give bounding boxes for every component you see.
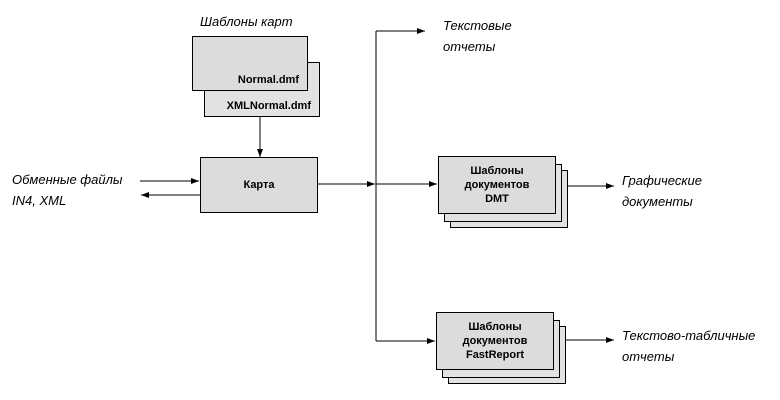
exchange-files-label: Обменные файлы IN4, XML — [12, 169, 123, 211]
graphic-documents-line2: документы — [622, 194, 693, 209]
fastreport-line-1: Шаблоны — [468, 321, 522, 333]
text-reports-label: Текстовые отчеты — [443, 15, 512, 57]
templates-title: Шаблоны карт — [200, 14, 293, 29]
xmlnormal-template-label: XMLNormal.dmf — [226, 100, 311, 112]
normal-template-label: Normal.dmf — [237, 74, 299, 86]
dmt-line-1: Шаблоны — [470, 165, 524, 177]
tabular-reports-line1: Текстово-табличные — [622, 328, 756, 343]
normal-template-box: Normal.dmf — [192, 36, 308, 91]
exchange-files-line2: IN4, XML — [12, 193, 67, 208]
graphic-documents-line1: Графические — [622, 173, 702, 188]
text-reports-line2: отчеты — [443, 39, 496, 54]
graphic-documents-label: Графические документы — [622, 170, 702, 212]
dmt-templates-box: Шаблоны документов DMT — [438, 156, 556, 214]
tabular-reports-label: Текстово-табличные отчеты — [622, 325, 755, 367]
exchange-files-line1: Обменные файлы — [12, 172, 123, 187]
map-label: Карта — [243, 179, 275, 191]
map-box: Карта — [200, 157, 318, 213]
fastreport-line-2: документов — [462, 335, 528, 347]
tabular-reports-line2: отчеты — [622, 349, 675, 364]
text-reports-line1: Текстовые — [443, 18, 512, 33]
fastreport-line-3: FastReport — [465, 349, 525, 361]
dmt-line-2: документов — [464, 179, 530, 191]
dmt-line-3: DMT — [485, 193, 509, 205]
fastreport-templates-box: Шаблоны документов FastReport — [436, 312, 554, 370]
